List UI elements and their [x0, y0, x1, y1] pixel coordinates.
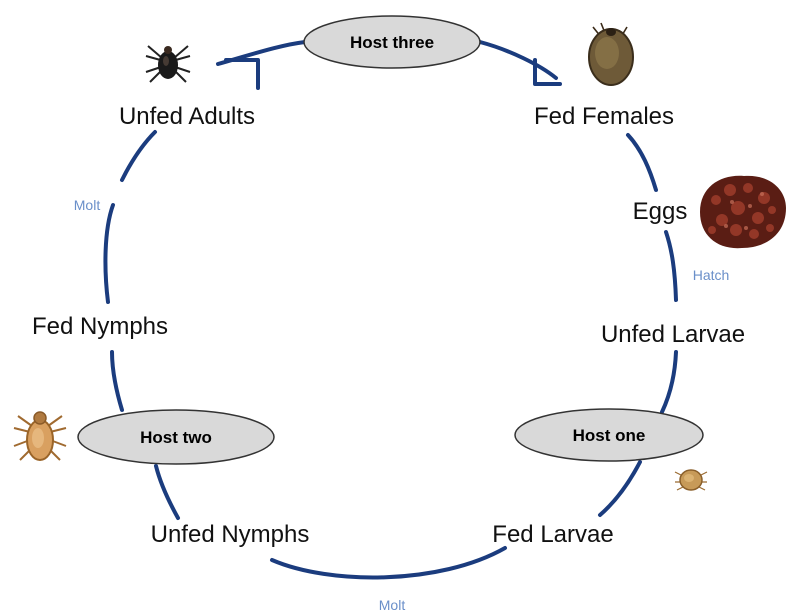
stage-unfed-nymphs: Unfed Nymphs — [151, 521, 310, 548]
cycle-arc-bottom-right — [600, 462, 640, 515]
host-one-label: Host one — [573, 426, 646, 445]
host-three-node: Host three — [304, 16, 480, 68]
cycle-arc-bottom-left — [156, 466, 178, 518]
transition-molt-top: Molt — [74, 197, 101, 213]
stage-fed-larvae: Fed Larvae — [492, 521, 613, 548]
stage-unfed-adults: Unfed Adults — [119, 103, 255, 130]
cycle-arc-left-lower — [112, 352, 122, 410]
cycle-arc-top-right — [480, 42, 556, 78]
host-one-node: Host one — [515, 409, 703, 461]
larva-icon — [675, 470, 707, 490]
arrowhead-left — [226, 60, 258, 88]
host-two-label: Host two — [140, 428, 212, 447]
cycle-arc-right-hatch — [666, 232, 676, 300]
stage-eggs: Eggs — [633, 198, 688, 225]
host-three-label: Host three — [350, 33, 434, 52]
host-two-node: Host two — [78, 410, 274, 464]
transition-molt-bottom: Molt — [379, 597, 406, 613]
adult-tick-icon — [146, 46, 190, 82]
cycle-arc-right-upper — [628, 135, 656, 190]
cycle-arc-left-upper — [105, 205, 113, 302]
engorged-female-tick-icon — [589, 23, 633, 85]
stage-fed-females: Fed Females — [534, 103, 674, 130]
transition-hatch: Hatch — [693, 267, 730, 283]
nymph-icon — [14, 412, 66, 460]
stage-unfed-larvae: Unfed Larvae — [601, 321, 745, 348]
cycle-arc-bottom — [272, 548, 505, 577]
cycle-arc-left-top — [122, 132, 155, 180]
stage-fed-nymphs: Fed Nymphs — [32, 313, 168, 340]
cycle-arc-right-lower — [662, 352, 676, 412]
egg-mass-icon — [700, 176, 786, 248]
